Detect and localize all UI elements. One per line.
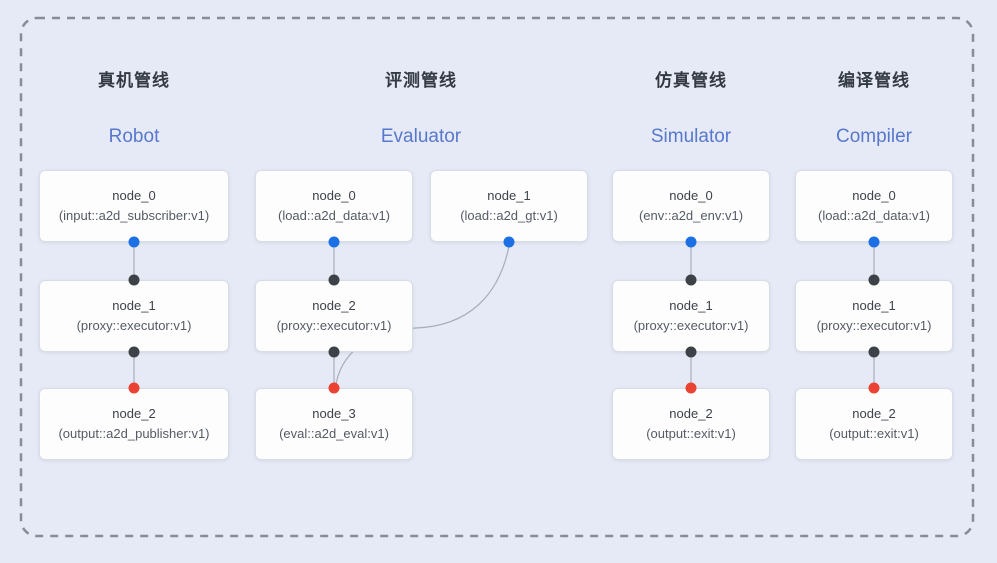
- node-subtitle: (load::a2d_data:v1): [277, 208, 391, 223]
- node-title: node_1: [487, 188, 531, 204]
- node-title: node_0: [852, 188, 896, 204]
- node-title: node_2: [669, 406, 713, 422]
- node-box-robot-node1: node_1 (proxy::executor:v1): [39, 280, 229, 352]
- node-subtitle: (proxy::executor:v1): [816, 318, 932, 333]
- node-title: node_1: [852, 298, 896, 314]
- pipeline-title-cn-robot: 真机管线: [98, 71, 170, 90]
- node-subtitle: (proxy::executor:v1): [76, 318, 192, 333]
- pipeline-title-cn-evaluator: 评测管线: [385, 71, 457, 90]
- node-title: node_2: [852, 406, 896, 422]
- node-subtitle: (load::a2d_gt:v1): [460, 208, 558, 223]
- node-box-compiler-node2: node_2 (output::exit:v1): [795, 388, 953, 460]
- node-title: node_2: [112, 406, 156, 422]
- pipeline-title-en-simulator: Simulator: [650, 126, 732, 147]
- node-title: node_1: [112, 298, 156, 314]
- pipeline-title-cn-simulator: 仿真管线: [655, 71, 727, 90]
- node-box-compiler-node1: node_1 (proxy::executor:v1): [795, 280, 953, 352]
- node-subtitle: (load::a2d_data:v1): [817, 208, 931, 223]
- node-box-evaluator-node1: node_1 (load::a2d_gt:v1): [430, 170, 588, 242]
- node-box-robot-node2: node_2 (output::a2d_publisher:v1): [39, 388, 229, 460]
- node-subtitle: (output::exit:v1): [829, 426, 919, 441]
- node-title: node_2: [312, 298, 356, 314]
- node-subtitle: (input::a2d_subscriber:v1): [58, 208, 210, 223]
- node-title: node_0: [312, 188, 356, 204]
- node-box-evaluator-node3: node_3 (eval::a2d_eval:v1): [255, 388, 413, 460]
- node-subtitle: (env::a2d_env:v1): [638, 208, 744, 223]
- node-subtitle: (eval::a2d_eval:v1): [279, 426, 389, 441]
- node-title: node_3: [312, 406, 356, 422]
- node-title: node_1: [669, 298, 713, 314]
- pipeline-title-cn-compiler: 编译管线: [838, 71, 910, 90]
- node-subtitle: (proxy::executor:v1): [633, 318, 749, 333]
- node-title: node_0: [112, 188, 156, 204]
- pipeline-title-en-compiler: Compiler: [835, 126, 913, 147]
- node-box-simulator-node2: node_2 (output::exit:v1): [612, 388, 770, 460]
- node-box-compiler-node0: node_0 (load::a2d_data:v1): [795, 170, 953, 242]
- node-title: node_0: [669, 188, 713, 204]
- node-subtitle: (output::exit:v1): [646, 426, 736, 441]
- pipeline-title-en-evaluator: Evaluator: [380, 126, 462, 147]
- node-box-evaluator-node2: node_2 (proxy::executor:v1): [255, 280, 413, 352]
- node-box-evaluator-node0: node_0 (load::a2d_data:v1): [255, 170, 413, 242]
- node-box-simulator-node1: node_1 (proxy::executor:v1): [612, 280, 770, 352]
- node-box-robot-node0: node_0 (input::a2d_subscriber:v1): [39, 170, 229, 242]
- node-subtitle: (proxy::executor:v1): [276, 318, 392, 333]
- pipeline-title-en-robot: Robot: [108, 126, 160, 147]
- node-box-simulator-node0: node_0 (env::a2d_env:v1): [612, 170, 770, 242]
- node-subtitle: (output::a2d_publisher:v1): [58, 426, 210, 441]
